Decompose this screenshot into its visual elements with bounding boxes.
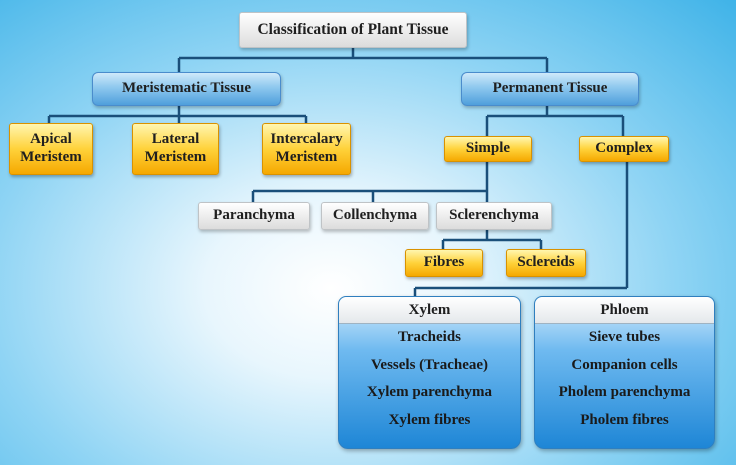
xylem-item: Tracheids [397,329,462,346]
xylem-header: Xylem [339,297,520,324]
lateral-meristem-box: Lateral Meristem [132,123,219,175]
sclerenchyma-box: Sclerenchyma [436,202,552,230]
title-box: Classification of Plant Tissue [239,12,467,48]
connector-root [177,48,549,74]
collenchyma-box: Collenchyma [321,202,429,230]
phloem-panel: Phloem Sieve tubes Companion cells Phole… [534,296,715,449]
phloem-list: Sieve tubes Companion cells Pholem paren… [535,324,714,434]
xylem-list: Tracheids Vessels (Tracheae) Xylem paren… [339,324,520,434]
meristematic-tissue-box: Meristematic Tissue [92,72,281,106]
sclereids-box: Sclereids [506,249,586,277]
xylem-item: Xylem parenchyma [366,384,493,401]
permanent-tissue-box: Permanent Tissue [461,72,639,106]
phloem-item: Companion cells [571,356,678,373]
simple-box: Simple [444,136,532,162]
connector-complex [413,162,629,296]
phloem-item: Pholem fibres [580,411,669,428]
connector-sclerenchyma [441,229,543,249]
connector-meristematic [47,106,308,123]
fibres-box: Fibres [405,249,483,277]
phloem-header: Phloem [535,297,714,324]
paranchyma-box: Paranchyma [198,202,310,230]
intercalary-meristem-box: Intercalary Meristem [262,123,351,175]
complex-box: Complex [579,136,669,162]
phloem-item: Sieve tubes [588,329,661,346]
connector-permanent [485,106,625,136]
xylem-item: Vessels (Tracheae) [370,356,489,373]
connector-simple [251,162,489,202]
xylem-item: Xylem fibres [388,411,471,428]
xylem-panel: Xylem Tracheids Vessels (Tracheae) Xylem… [338,296,521,449]
phloem-item: Pholem parenchyma [558,384,691,401]
apical-meristem-box: Apical Meristem [9,123,93,175]
